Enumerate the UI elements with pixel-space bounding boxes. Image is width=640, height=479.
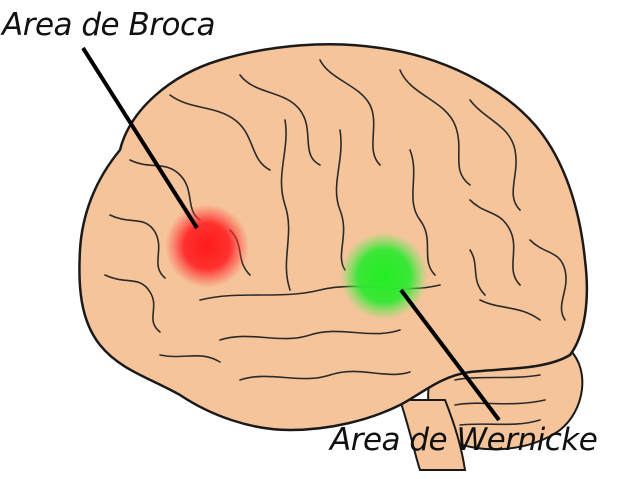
brainstem xyxy=(398,399,467,471)
brain xyxy=(78,42,589,471)
wernicke-pointer-line xyxy=(399,288,501,422)
broca-label: Area de Broca xyxy=(0,7,215,43)
cerebrum xyxy=(78,42,589,432)
wernicke-label: Area de Wernicke xyxy=(328,422,597,458)
broca-pointer-line xyxy=(81,46,199,230)
broca-area xyxy=(165,204,249,288)
